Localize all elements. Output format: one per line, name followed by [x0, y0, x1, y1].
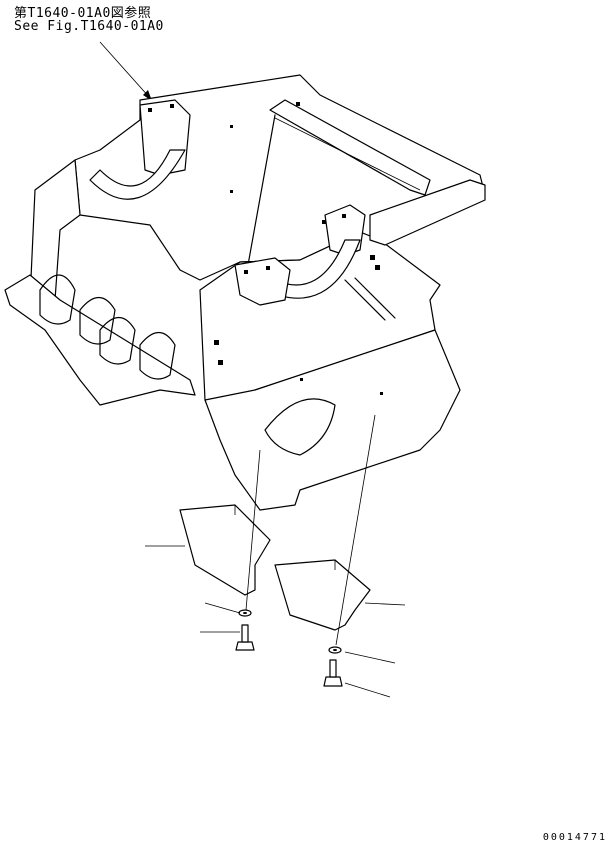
reference-note-english: See Fig.T1640-01A0: [14, 19, 164, 34]
reference-note-japanese: 第T1640-01A0図参照: [14, 6, 152, 21]
right-washer: [328, 646, 342, 654]
leader-lines: [145, 545, 406, 698]
right-bolt: [323, 659, 343, 687]
main-frame: [4, 74, 486, 511]
part-number: 00014771: [542, 832, 607, 843]
left-bolt: [235, 624, 255, 651]
reference-arrow: [99, 41, 152, 101]
left-washer: [238, 609, 252, 617]
left-cover-plate: [179, 504, 271, 596]
assembly-lines: [245, 414, 376, 646]
right-cover-plate: [274, 559, 371, 631]
